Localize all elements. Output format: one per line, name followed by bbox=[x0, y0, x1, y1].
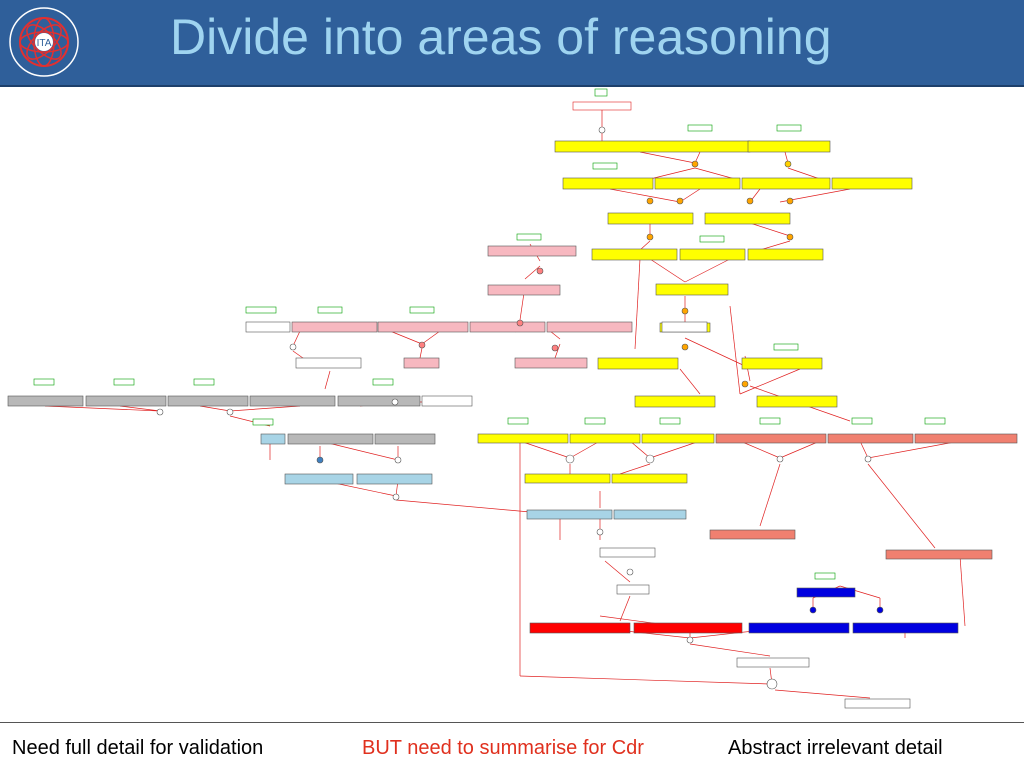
footer-left-text: Need full detail for validation bbox=[12, 737, 264, 759]
footer-middle-text: BUT need to summarise for Cdr bbox=[362, 737, 644, 759]
footer-right-text: Abstract irrelevant detail bbox=[728, 737, 943, 759]
logo-text: ITA bbox=[37, 38, 52, 49]
slide-title: Divide into areas of reasoning bbox=[170, 9, 832, 65]
reasoning-graph-diagram bbox=[7, 88, 1018, 709]
slide-footer: Need full detail for validation BUT need… bbox=[0, 722, 1024, 769]
graph-junctions bbox=[156, 126, 884, 690]
graph-nodes bbox=[7, 88, 1018, 709]
slide-header: ITA Divide into areas of reasoning bbox=[0, 0, 1024, 87]
ita-logo-icon: ITA bbox=[9, 7, 79, 77]
